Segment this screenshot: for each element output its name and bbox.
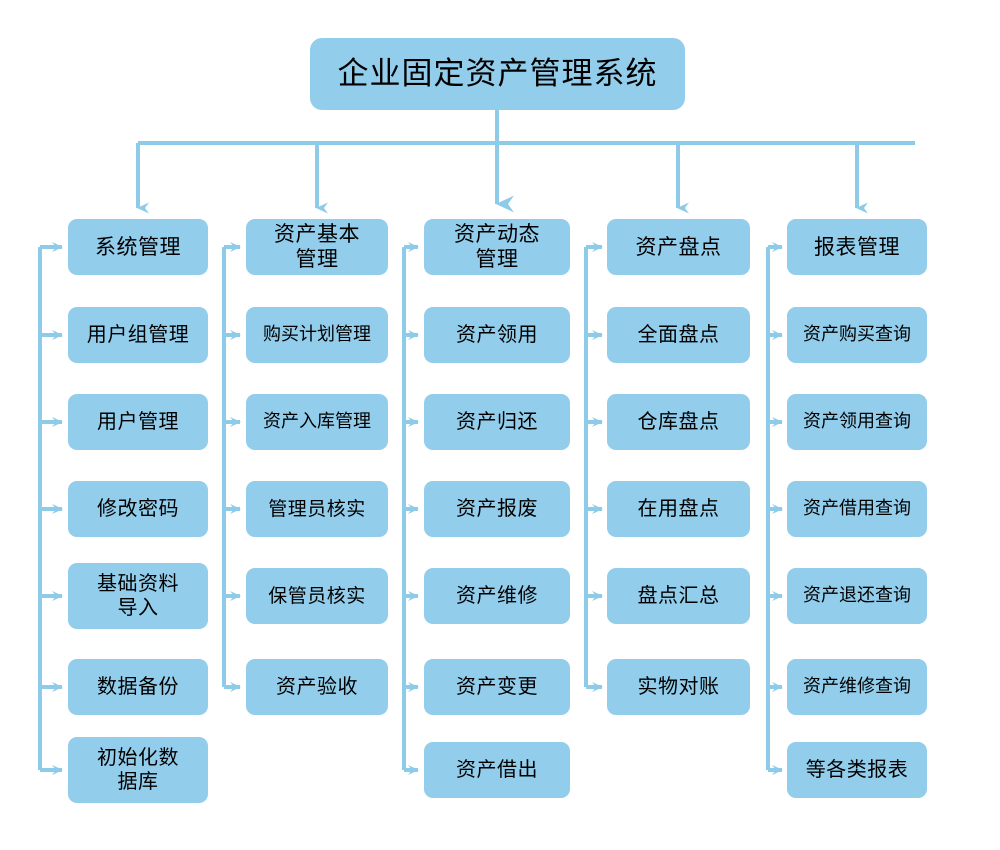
leaf-asset-repair-query[interactable]: 资产维修查询 bbox=[787, 659, 927, 715]
leaf-asset-refund-query[interactable]: 资产退还查询 bbox=[787, 568, 927, 624]
leaf-data-backup[interactable]: 数据备份 bbox=[68, 659, 208, 715]
branch-head-asset-inventory[interactable]: 资产盘点 bbox=[607, 219, 750, 275]
leaf-asset-repair[interactable]: 资产维修 bbox=[424, 568, 570, 624]
leaf-asset-requisition-query[interactable]: 资产领用查询 bbox=[787, 394, 927, 450]
root-node[interactable]: 企业固定资产管理系统 bbox=[310, 38, 685, 110]
leaf-initialize-database[interactable]: 初始化数据库 bbox=[68, 737, 208, 803]
leaf-asset-acceptance[interactable]: 资产验收 bbox=[246, 659, 388, 715]
leaf-warehouse-inventory[interactable]: 仓库盘点 bbox=[607, 394, 750, 450]
branch-head-system-management[interactable]: 系统管理 bbox=[68, 219, 208, 275]
leaf-other-reports[interactable]: 等各类报表 bbox=[787, 742, 927, 798]
leaf-basic-data-import[interactable]: 基础资料导入 bbox=[68, 563, 208, 629]
leaf-asset-purchase-query[interactable]: 资产购买查询 bbox=[787, 307, 927, 363]
leaf-purchase-plan-management[interactable]: 购买计划管理 bbox=[246, 307, 388, 363]
leaf-asset-requisition[interactable]: 资产领用 bbox=[424, 307, 570, 363]
leaf-inventory-summary[interactable]: 盘点汇总 bbox=[607, 568, 750, 624]
leaf-administrator-verification[interactable]: 管理员核实 bbox=[246, 481, 388, 537]
branch-head-asset-dynamic-management[interactable]: 资产动态管理 bbox=[424, 219, 570, 275]
branch-head-report-management[interactable]: 报表管理 bbox=[787, 219, 927, 275]
leaf-user-management[interactable]: 用户管理 bbox=[68, 394, 208, 450]
branch-head-asset-basic-management[interactable]: 资产基本管理 bbox=[246, 219, 388, 275]
leaf-in-use-inventory[interactable]: 在用盘点 bbox=[607, 481, 750, 537]
leaf-change-password[interactable]: 修改密码 bbox=[68, 481, 208, 537]
leaf-full-inventory[interactable]: 全面盘点 bbox=[607, 307, 750, 363]
leaf-asset-borrow-query[interactable]: 资产借用查询 bbox=[787, 481, 927, 537]
leaf-asset-scrap[interactable]: 资产报废 bbox=[424, 481, 570, 537]
leaf-user-group-management[interactable]: 用户组管理 bbox=[68, 307, 208, 363]
leaf-asset-change[interactable]: 资产变更 bbox=[424, 659, 570, 715]
leaf-asset-lending[interactable]: 资产借出 bbox=[424, 742, 570, 798]
leaf-asset-return[interactable]: 资产归还 bbox=[424, 394, 570, 450]
leaf-asset-inbound-management[interactable]: 资产入库管理 bbox=[246, 394, 388, 450]
leaf-physical-reconciliation[interactable]: 实物对账 bbox=[607, 659, 750, 715]
leaf-custodian-verification[interactable]: 保管员核实 bbox=[246, 568, 388, 624]
